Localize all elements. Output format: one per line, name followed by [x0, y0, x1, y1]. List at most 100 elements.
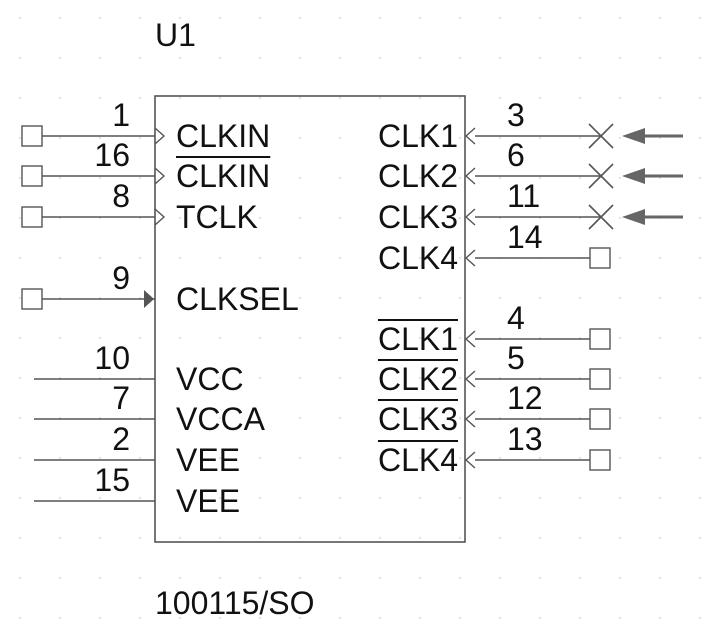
grid-dot: [59, 97, 61, 99]
grid-dot: [619, 497, 621, 499]
grid-dot: [379, 537, 381, 539]
grid-dot: [59, 617, 61, 619]
grid-dot: [499, 297, 501, 299]
grid-dot: [139, 617, 141, 619]
grid-dot: [659, 617, 661, 619]
grid-dot: [219, 297, 221, 299]
pin-name-left: CLKSEL: [176, 281, 299, 317]
grid-dot: [59, 457, 61, 459]
terminal-square-icon[interactable]: [21, 125, 43, 147]
grid-dot: [179, 497, 181, 499]
grid-dot: [139, 537, 141, 539]
grid-dot: [339, 617, 341, 619]
grid-dot: [579, 617, 581, 619]
terminal-square-icon[interactable]: [21, 206, 43, 228]
grid-dot: [59, 337, 61, 339]
grid-dot: [539, 457, 541, 459]
grid-dot: [99, 257, 101, 259]
grid-dot: [179, 577, 181, 579]
terminal-square-icon[interactable]: [21, 165, 43, 187]
grid-dot: [299, 497, 301, 499]
pin-number-left: 1: [112, 97, 130, 133]
grid-dot: [219, 617, 221, 619]
pin-name-right: CLK3: [378, 199, 458, 235]
clock-chevron-icon: [464, 208, 476, 226]
pin-name-left: VCC: [176, 361, 244, 397]
grid-dot: [539, 297, 541, 299]
grid-dot: [419, 137, 421, 139]
grid-dot: [659, 297, 661, 299]
grid-dot: [499, 617, 501, 619]
grid-dot: [299, 577, 301, 579]
pin-number-right: 12: [507, 380, 543, 416]
pin-name-left: VEE: [176, 442, 240, 478]
grid-dot: [299, 297, 301, 299]
clock-chevron-icon: [154, 167, 166, 185]
grid-dot: [619, 537, 621, 539]
grid-dot: [539, 617, 541, 619]
grid-dot: [379, 337, 381, 339]
terminal-square-icon[interactable]: [589, 449, 611, 471]
pin-number-left: 8: [112, 178, 130, 214]
grid-dot: [539, 137, 541, 139]
grid-dot: [99, 537, 101, 539]
grid-dot: [699, 57, 701, 59]
grid-dot: [259, 57, 261, 59]
grid-dot: [299, 97, 301, 99]
grid-dot: [139, 137, 141, 139]
grid-dot: [699, 497, 701, 499]
grid-dot: [59, 177, 61, 179]
grid-dot: [379, 417, 381, 419]
grid-dot: [699, 97, 701, 99]
grid-dot: [539, 177, 541, 179]
grid-dot: [499, 17, 501, 19]
pin-name-right: CLK3: [378, 401, 458, 437]
grid-dot: [219, 457, 221, 459]
grid-dot: [579, 537, 581, 539]
grid-dot: [179, 417, 181, 419]
terminal-square-icon[interactable]: [21, 288, 43, 310]
pin-name-right: CLK2: [378, 361, 458, 397]
terminal-square-icon[interactable]: [589, 408, 611, 430]
grid-dot: [419, 57, 421, 59]
grid-dot: [219, 57, 221, 59]
grid-dot: [339, 377, 341, 379]
grid-dot: [339, 137, 341, 139]
grid-dot: [379, 57, 381, 59]
grid-dot: [499, 177, 501, 179]
grid-dot: [179, 177, 181, 179]
terminal-square-icon[interactable]: [589, 247, 611, 269]
grid-dot: [459, 497, 461, 499]
grid-dot: [259, 297, 261, 299]
pin-name-left: CLKIN: [176, 158, 270, 194]
grid-dot: [659, 17, 661, 19]
grid-dot: [379, 97, 381, 99]
grid-dot: [459, 377, 461, 379]
pin-number-right: 4: [507, 300, 525, 336]
grid-dot: [19, 577, 21, 579]
terminal-square-icon[interactable]: [589, 328, 611, 350]
grid-dot: [99, 337, 101, 339]
grid-dot: [179, 257, 181, 259]
terminal-square-icon[interactable]: [589, 368, 611, 390]
grid-dot: [379, 177, 381, 179]
grid-dot: [19, 337, 21, 339]
grid-dot: [179, 57, 181, 59]
grid-dot: [419, 417, 421, 419]
grid-dot: [659, 457, 661, 459]
pin-number-left: 10: [94, 340, 130, 376]
grid-dot: [459, 577, 461, 579]
grid-dot: [259, 257, 261, 259]
grid-dot: [659, 97, 661, 99]
grid-dot: [459, 97, 461, 99]
grid-dot: [139, 337, 141, 339]
grid-dot: [619, 297, 621, 299]
grid-dot: [339, 177, 341, 179]
grid-dot: [539, 57, 541, 59]
grid-dot: [259, 497, 261, 499]
grid-dot: [699, 257, 701, 259]
grid-dot: [179, 337, 181, 339]
grid-dot: [59, 497, 61, 499]
grid-dot: [459, 57, 461, 59]
